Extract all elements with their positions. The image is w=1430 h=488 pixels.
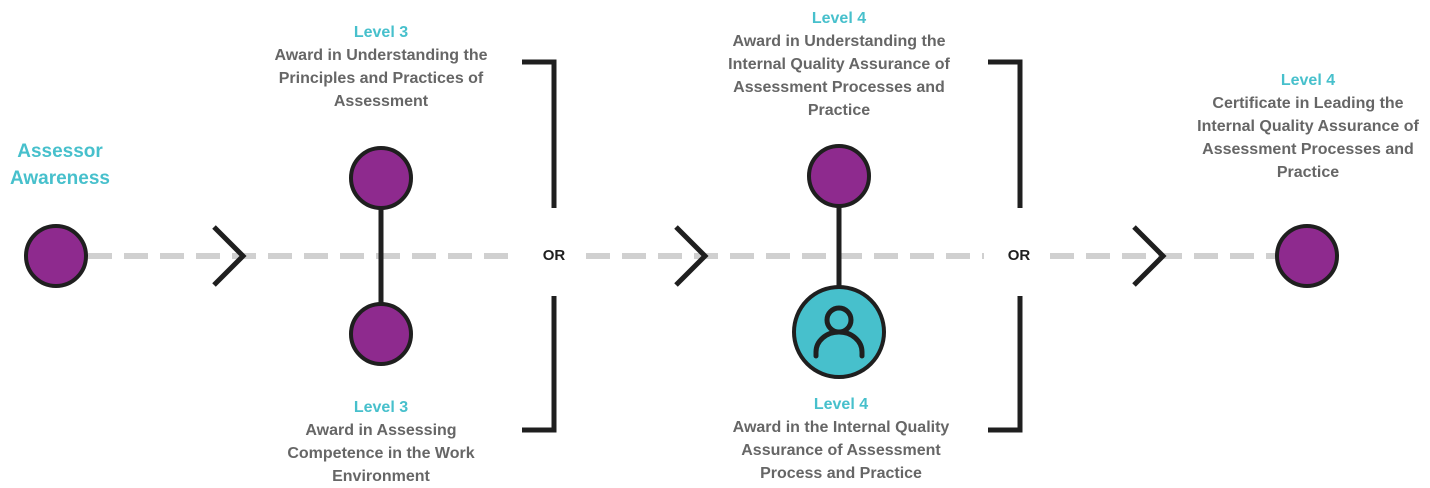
level-label: Level 4 [813, 396, 869, 413]
or-connector: OR [542, 247, 566, 264]
stage1-bottom-node [349, 302, 413, 366]
stage1-top-node [349, 146, 413, 210]
chevron-right-icon [674, 225, 709, 287]
qualification-title: Award in Assessing Competence in the Wor… [287, 422, 475, 485]
level-label: Level 4 [1280, 72, 1336, 89]
bracket-bottom [988, 296, 1023, 433]
stage2-bottom-node [792, 285, 886, 379]
start-node [24, 224, 88, 288]
or-connector: OR [1007, 247, 1031, 264]
level-label: Level 3 [353, 399, 409, 416]
bracket-top [522, 59, 557, 208]
start-label: Assessor Awareness [10, 141, 110, 189]
end-node [1275, 224, 1339, 288]
bracket-top [988, 59, 1023, 208]
end-label: Level 4 Certificate in Leading the Inter… [1188, 69, 1428, 184]
bracket-bottom [522, 296, 557, 433]
level-label: Level 4 [811, 10, 867, 27]
stage1-bottom-label: Level 3 Award in Assessing Competence in… [270, 396, 492, 488]
qualification-title: Award in the Internal Quality Assurance … [732, 419, 950, 482]
qualification-title: Award in Understanding the Internal Qual… [728, 33, 950, 119]
stage2-bottom-label: Level 4 Award in the Internal Quality As… [712, 393, 970, 485]
chevron-right-icon [212, 225, 247, 287]
stage1-top-label: Level 3 Award in Understanding the Princ… [250, 21, 512, 113]
stage2-top-node [807, 144, 871, 208]
person-icon [813, 305, 865, 359]
qualification-title: Award in Understanding the Principles an… [274, 47, 488, 110]
stage2-top-label: Level 4 Award in Understanding the Inter… [710, 7, 968, 122]
level-label: Level 3 [353, 24, 409, 41]
qualification-title: Certificate in Leading the Internal Qual… [1197, 95, 1419, 181]
chevron-right-icon [1132, 225, 1167, 287]
